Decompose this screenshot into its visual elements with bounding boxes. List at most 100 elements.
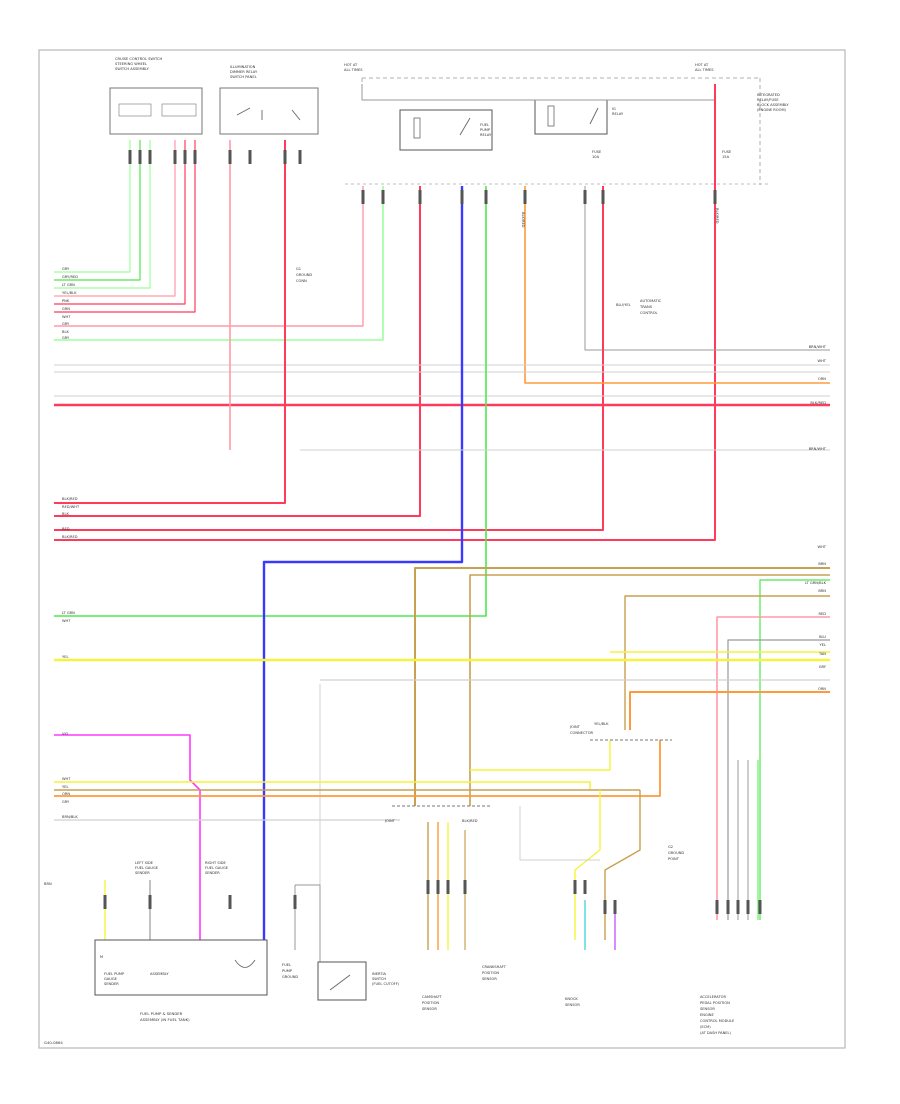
wire-green-1 — [54, 186, 384, 341]
svg-text:JOINT: JOINT — [569, 725, 581, 729]
connector-pin — [460, 190, 464, 204]
svg-text:RELAY: RELAY — [480, 133, 492, 137]
wire-green-accel — [759, 579, 830, 920]
svg-text:CONNECTOR: CONNECTOR — [570, 731, 594, 735]
left-wire-label-19: WHT — [62, 777, 71, 781]
connector-pin — [523, 190, 527, 204]
cruise-label-1: CRUISE CONTROL SWITCH — [115, 57, 162, 61]
svg-text:FUEL GAUGE: FUEL GAUGE — [205, 866, 229, 870]
svg-text:(FUEL CUTOFF): (FUEL CUTOFF) — [372, 982, 400, 986]
svg-text:HOT AT: HOT AT — [344, 63, 358, 67]
connector-pin — [381, 190, 385, 204]
right-wire-label-5: WHT — [818, 545, 827, 549]
svg-text:KNOCK: KNOCK — [565, 997, 578, 1001]
svg-text:PUMP: PUMP — [282, 969, 293, 973]
svg-text:SENDER: SENDER — [104, 982, 119, 986]
wire-pink-1 — [54, 186, 364, 327]
fuel-pump-ground: FUEL PUMP GROUND — [282, 963, 298, 979]
wire-gray-knock — [519, 806, 600, 861]
left-wire-label-12: BLK — [62, 512, 69, 516]
svg-text:SWITCH PANEL: SWITCH PANEL — [230, 75, 257, 79]
svg-text:GAUGE: GAUGE — [104, 977, 118, 981]
svg-text:ACCELERATOR: ACCELERATOR — [700, 995, 727, 999]
connector-pin — [583, 880, 587, 894]
block-label-2: BLK/RED — [462, 819, 478, 823]
camshaft-sensor: CAMSHAFT POSITION SENSOR — [422, 995, 443, 1011]
left-wire-label-8: BLK — [62, 330, 69, 334]
svg-text:CRANKSHAFT: CRANKSHAFT — [482, 965, 507, 969]
svg-text:FUEL: FUEL — [480, 123, 489, 127]
svg-text:POSITION: POSITION — [422, 1001, 439, 1005]
connector-pin — [726, 900, 730, 914]
relay-block-label: INTEGRATED RELAY/FUSE BLOCK ASSEMBLY (EN… — [757, 93, 790, 112]
connector-pin — [436, 880, 440, 894]
wire-blue-sender — [262, 186, 464, 940]
left-wire-label-5: GRN — [62, 307, 70, 311]
connector-pin — [613, 900, 617, 914]
svg-text:INERTIA: INERTIA — [372, 972, 387, 976]
cruise-label-3: SWITCH ASSEMBLY — [115, 67, 150, 71]
svg-text:GROUND: GROUND — [668, 851, 684, 855]
connector-pin — [283, 150, 287, 164]
wire-layer — [54, 84, 830, 962]
ecm-label: ENGINE CONTROL MODULE (ECM) (AT DASH PAN… — [700, 1013, 735, 1035]
wire-yellow-knock — [574, 790, 601, 940]
connector-pin — [183, 150, 187, 164]
svg-text:AUTOMATIC: AUTOMATIC — [640, 299, 662, 303]
connector-pin — [148, 895, 152, 909]
right-wire-label-8: BRN — [818, 589, 826, 593]
connector-pin — [573, 880, 577, 894]
wire-tan-3 — [624, 595, 830, 730]
svg-text:PEDAL POSITION: PEDAL POSITION — [700, 1001, 730, 1005]
svg-text:15A: 15A — [722, 155, 730, 159]
left-wire-label-13: RED — [62, 527, 70, 531]
svg-text:ASSEMBLY (IN FUEL TANK): ASSEMBLY (IN FUEL TANK) — [140, 1017, 190, 1022]
left-wire-label-7: GRY — [62, 322, 70, 326]
block-label-1: BLU/YEL — [616, 303, 631, 307]
right-wire-label-14: ORN — [818, 687, 826, 691]
connector-pin — [484, 190, 488, 204]
wire-red-2 — [54, 186, 421, 517]
wire-red-3 — [54, 186, 604, 531]
connector-pin — [715, 900, 719, 914]
left-wire-label-23: BRN/BLK — [62, 815, 78, 819]
svg-text:FUEL PUMP: FUEL PUMP — [104, 972, 125, 976]
connector-pin — [601, 190, 605, 204]
wire-tan-2 — [469, 574, 830, 806]
right-ground-point: G2 GROUND POINT — [668, 845, 684, 861]
wire-green-2 — [54, 186, 487, 617]
block-labels: BLU/YEL BLK/RED BRN YEL/BLK — [44, 303, 631, 886]
right-wire-label-10: BLU — [819, 635, 826, 639]
right-wire-label-9: RED — [818, 612, 826, 616]
connector-pin — [173, 150, 177, 164]
fuse-hot-right: HOT AT ALL TIMES — [695, 63, 714, 72]
svg-text:SENSOR: SENSOR — [422, 1007, 437, 1011]
illum-label-1: ILLUMINATION — [230, 65, 256, 69]
svg-text:DIMMER RELAY: DIMMER RELAY — [230, 70, 258, 74]
connector-pin — [603, 900, 607, 914]
connector-pin — [463, 880, 467, 894]
wire-cruise-1 — [54, 140, 141, 281]
fuse-right-1: HOT AT — [695, 63, 709, 67]
wire-tan-knock — [604, 790, 641, 940]
fuse-left-1: HOT AT — [344, 63, 358, 67]
svg-text:ALL TIMES: ALL TIMES — [344, 68, 363, 72]
svg-text:SWITCH: SWITCH — [372, 977, 386, 981]
svg-text:GROUND: GROUND — [296, 273, 312, 277]
wire-tan-1 — [414, 567, 830, 806]
left-fuel-sender-label: LEFT SIDE FUEL GAUGE SENDER — [135, 861, 159, 875]
left-wire-label-4: PNK — [62, 299, 70, 303]
svg-text:TRANS: TRANS — [639, 305, 653, 309]
svg-text:SENDER: SENDER — [135, 871, 150, 875]
block-label-3: BRN — [44, 882, 52, 886]
connector-pin — [138, 150, 142, 164]
left-wire-label-18: VIO — [62, 732, 69, 736]
svg-text:POINT: POINT — [668, 857, 680, 861]
left-wire-label-11: RED/WHT — [62, 505, 80, 509]
connector-pin — [426, 880, 430, 894]
svg-text:SENSOR: SENSOR — [482, 977, 497, 981]
autotrans-label: AUTOMATIC TRANS CONTROL — [639, 299, 662, 315]
